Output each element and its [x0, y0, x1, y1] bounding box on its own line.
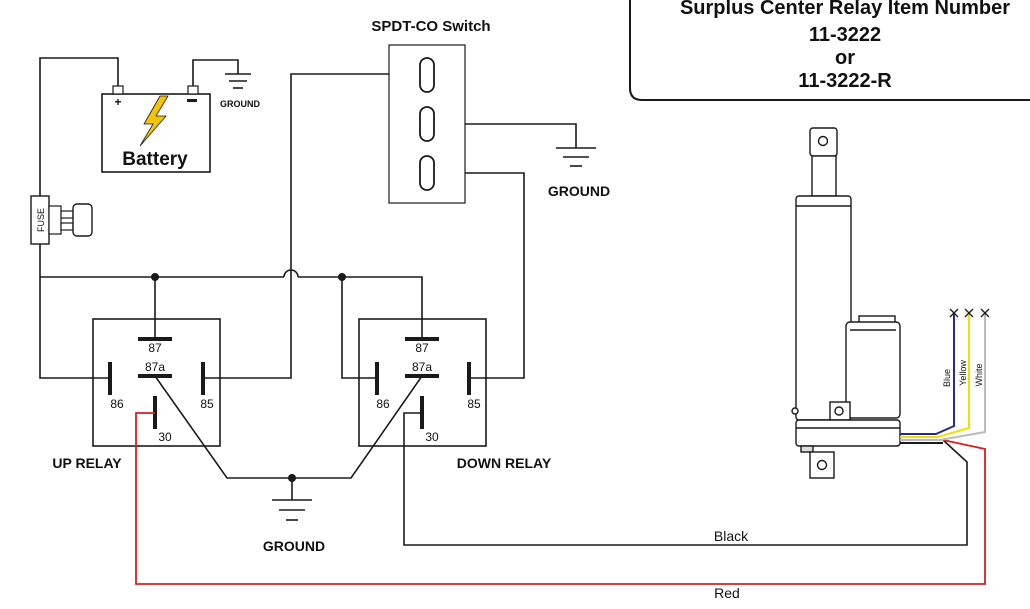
up-pin-87a: 87a	[145, 360, 165, 374]
up-pin-30: 30	[158, 430, 172, 444]
up-pin-85: 85	[200, 397, 214, 411]
relay-ground-label: GROUND	[263, 538, 325, 554]
title-line-3: or	[835, 47, 855, 69]
down-relay: 87 87a 86 85 30	[358, 318, 487, 447]
switch-ground	[556, 147, 596, 167]
title-box: Surplus Center Relay Item Number 11-3222…	[629, 0, 1030, 101]
plus-terminal-icon: +	[114, 95, 121, 109]
black-wire-label: Black	[714, 528, 749, 544]
title-line-4: 11-3222-R	[798, 70, 892, 92]
fuse: FUSE	[30, 195, 93, 245]
lightning-bolt-icon	[139, 95, 169, 147]
title-line-1: Surplus Center Relay Item Number	[680, 0, 1010, 19]
battery-label: Battery	[122, 149, 188, 170]
down-pin-30: 30	[425, 430, 439, 444]
minus-terminal-icon	[187, 99, 197, 102]
up-relay-label: UP RELAY	[52, 455, 122, 471]
up-pin-87: 87	[148, 341, 162, 355]
title-line-2: 11-3222	[809, 24, 881, 46]
actuator-wires	[900, 313, 986, 444]
down-relay-label: DOWN RELAY	[457, 455, 552, 471]
fuse-label: FUSE	[36, 208, 46, 232]
wire-yellow-label: Yellow	[958, 360, 968, 386]
switch-ground-label: GROUND	[548, 183, 610, 199]
relay-ground	[272, 499, 312, 521]
battery-ground	[192, 59, 251, 89]
junction-dot	[151, 273, 159, 281]
red-wire	[135, 412, 986, 585]
up-pin-86: 86	[110, 397, 124, 411]
down-pin-87a: 87a	[412, 360, 432, 374]
up-relay: 87 87a 86 85 30	[92, 318, 221, 447]
down-pin-85: 85	[467, 397, 481, 411]
switch-title: SPDT-CO Switch	[371, 18, 490, 35]
wire-end-marks	[949, 308, 990, 318]
battery: + Battery	[101, 85, 211, 173]
down-pin-87: 87	[415, 341, 429, 355]
linear-actuator	[791, 127, 901, 479]
junction-dot	[288, 474, 296, 482]
battery-ground-label: GROUND	[220, 99, 260, 109]
down-pin-86: 86	[376, 397, 390, 411]
junction-dot	[338, 273, 346, 281]
wire-blue-label: Blue	[942, 369, 952, 387]
wire-white-label: White	[974, 363, 984, 386]
spdt-switch	[388, 44, 466, 204]
red-wire-label: Red	[714, 585, 740, 601]
